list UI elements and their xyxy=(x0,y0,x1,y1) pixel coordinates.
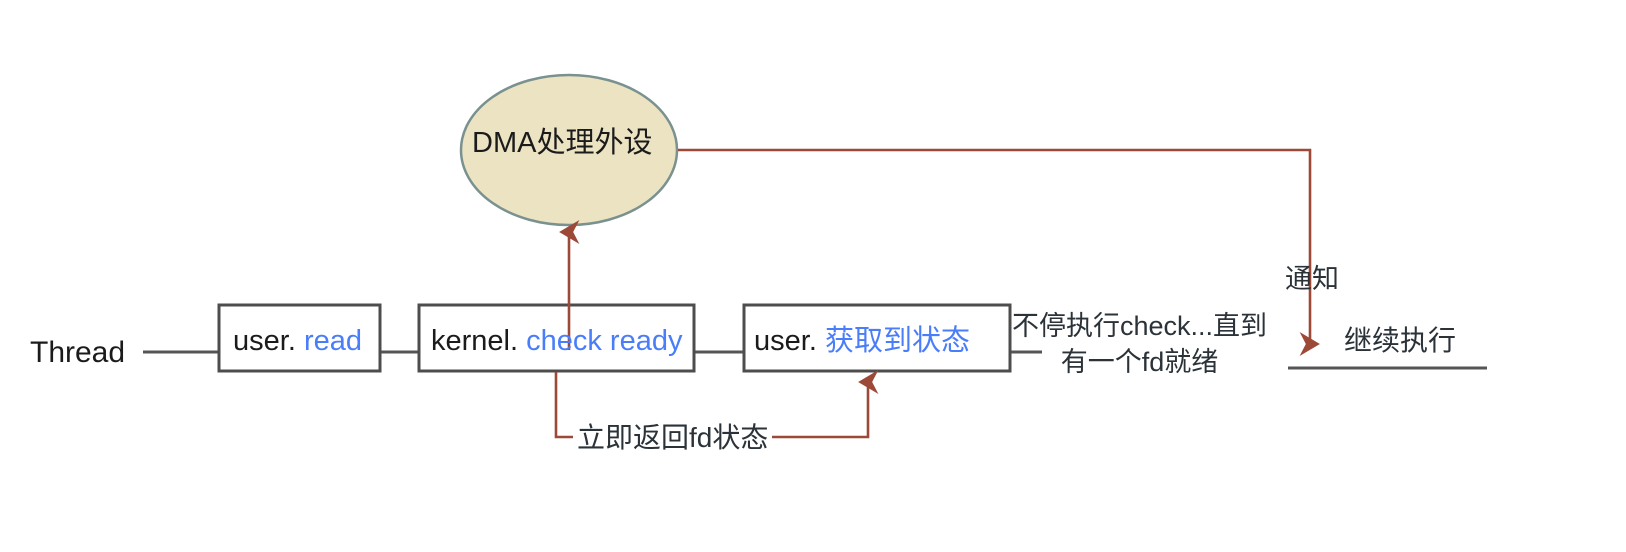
box2-value: check ready xyxy=(526,325,683,357)
ellipse-dma-label: DMA处理外设 xyxy=(472,127,653,159)
continue-annotation: 继续执行 xyxy=(1344,325,1457,356)
thread-timeline xyxy=(143,350,1487,370)
box3-value: 获取到状态 xyxy=(824,325,970,357)
notify-annotation: 通知 xyxy=(1285,264,1339,294)
box-user-read[interactable] xyxy=(217,303,382,373)
return-fd-annotation: 立即返回fd状态 xyxy=(573,420,773,455)
box-user-read-label: user. read xyxy=(233,323,362,359)
box-kernel-check-ready[interactable] xyxy=(417,303,696,373)
thread-label: Thread xyxy=(30,336,126,369)
loop-annotation-line1: 不停执行check...直到 xyxy=(1012,311,1268,341)
box-user-get-status[interactable] xyxy=(742,303,1012,373)
loop-annotation: 不停执行check...直到有一个fd就绪 xyxy=(1012,309,1267,380)
box1-value: read xyxy=(303,325,362,357)
box-kernel-check-ready-label: kernel. check ready xyxy=(431,323,682,359)
box2-prefix: kernel. xyxy=(431,325,527,357)
box1-prefix: user. xyxy=(233,325,304,357)
box-user-get-status-label: user. 获取到状态 xyxy=(754,323,970,359)
loop-annotation-line2: 有一个fd就绪 xyxy=(1060,346,1219,377)
arrow-dma-notify xyxy=(678,148,1320,356)
box3-prefix: user. xyxy=(754,325,825,357)
